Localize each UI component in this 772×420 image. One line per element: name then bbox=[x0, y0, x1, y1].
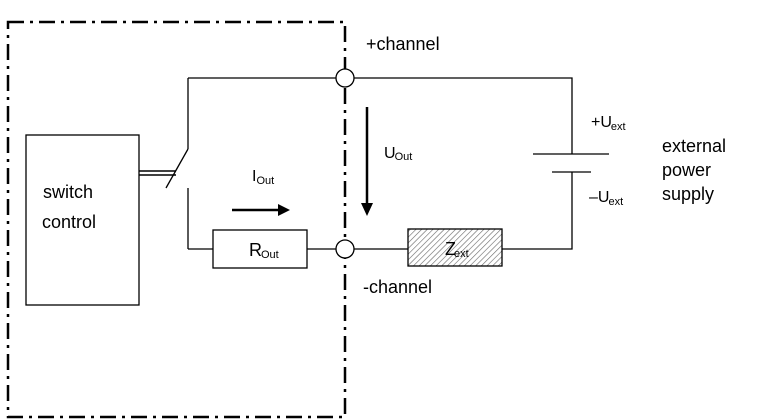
terminal-plus bbox=[335, 68, 355, 88]
external-power-supply-line1: external bbox=[662, 136, 726, 156]
external-power-supply-line3: supply bbox=[662, 184, 714, 204]
minus-channel-label: -channel bbox=[363, 277, 432, 297]
impedance-zext bbox=[407, 228, 503, 267]
voltage-out-arrow bbox=[361, 107, 373, 216]
switch bbox=[165, 78, 189, 249]
plus-channel-label: +channel bbox=[366, 34, 440, 54]
current-out-arrow bbox=[232, 204, 290, 216]
switch-control-label-line2: control bbox=[42, 212, 96, 232]
minus-uext-label: –Uext bbox=[589, 189, 623, 208]
current-out-label: IOut bbox=[252, 168, 274, 187]
impedance-zext-label: Zext bbox=[445, 239, 469, 260]
switch-control-block bbox=[25, 134, 140, 306]
resistor-rout-label: ROut bbox=[249, 240, 279, 261]
module-boundary bbox=[6, 20, 347, 419]
switch-control-label-line1: switch bbox=[43, 182, 93, 202]
wire-zext-to-battery bbox=[502, 172, 573, 250]
switch-linkage bbox=[139, 170, 176, 176]
resistor-rout bbox=[212, 229, 308, 269]
plus-uext-label: +Uext bbox=[591, 114, 626, 133]
voltage-out-label: UOut bbox=[384, 145, 412, 163]
terminal-minus bbox=[335, 239, 355, 259]
wire-plus-external bbox=[354, 77, 573, 154]
external-power-supply-line2: power bbox=[662, 160, 711, 180]
